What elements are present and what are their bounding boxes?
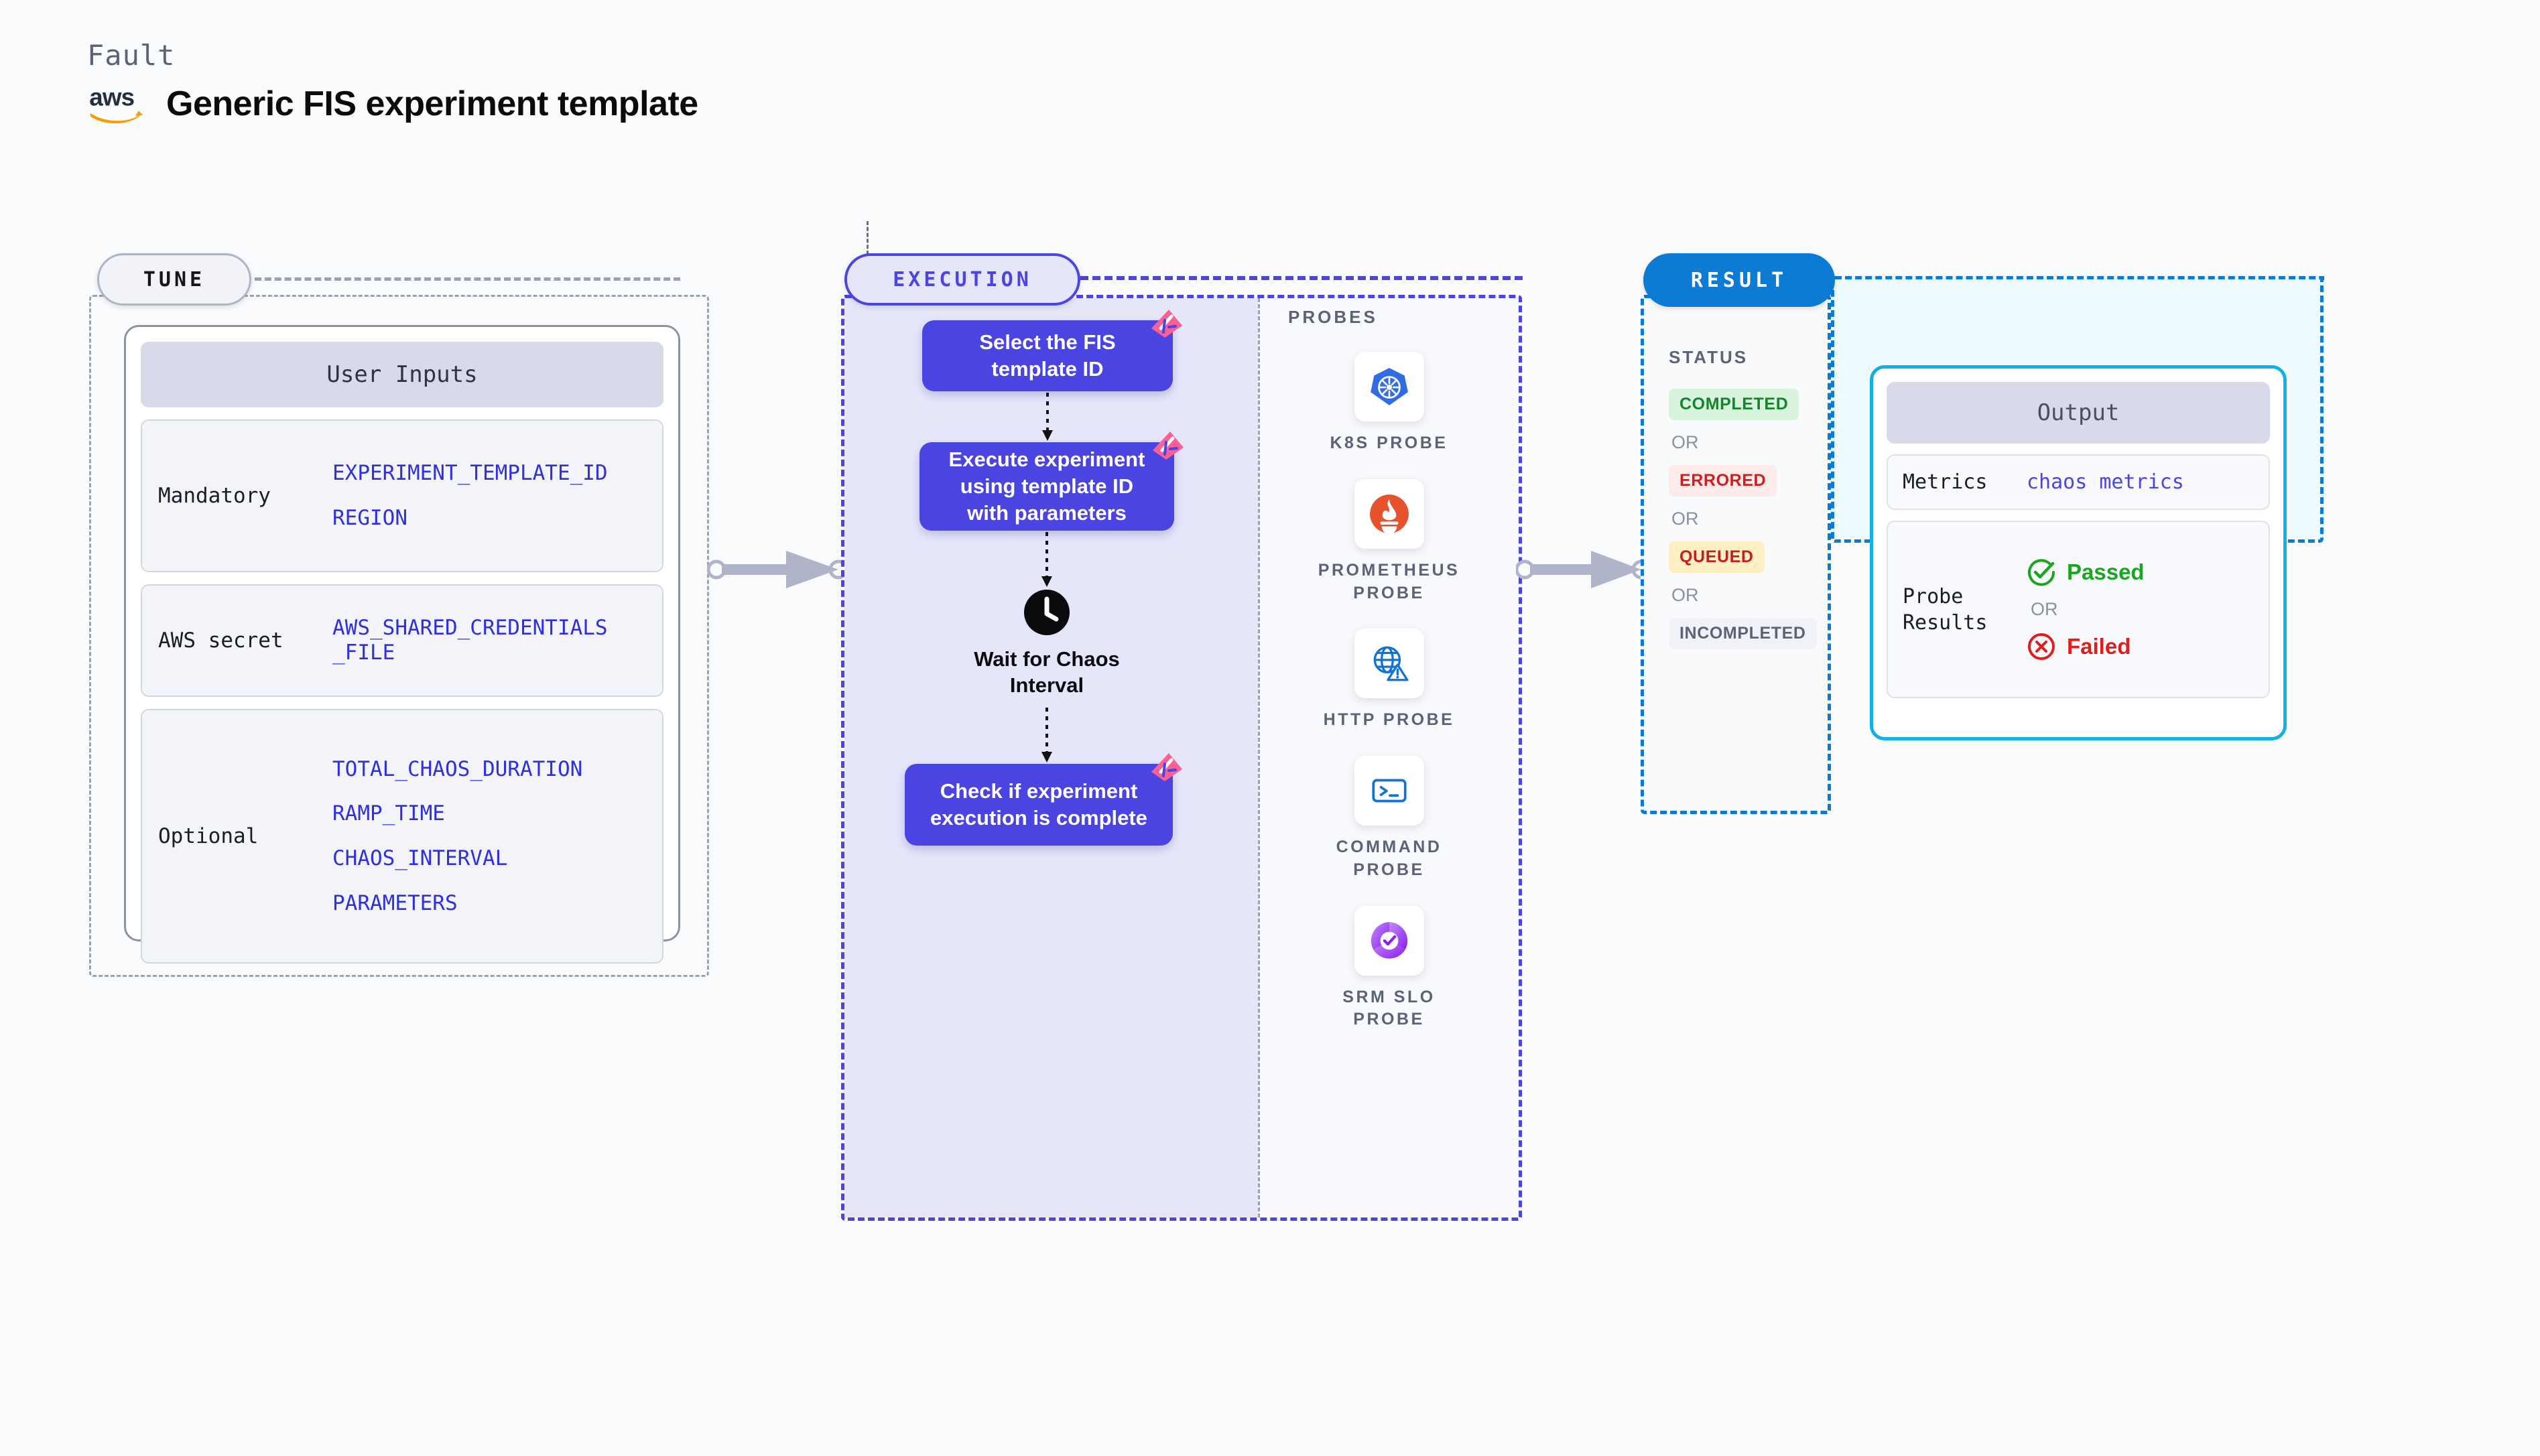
probe-result-failed: Failed xyxy=(2027,632,2145,661)
probe-label: COMMAND PROBE xyxy=(1336,838,1442,879)
tune-panel xyxy=(89,295,709,977)
probe-tile xyxy=(1354,478,1424,549)
status-list: COMPLETED OR ERRORED OR QUEUED OR INCOMP… xyxy=(1669,389,1823,649)
x-circle-icon xyxy=(2028,633,2055,660)
env-var: RAMP_TIME xyxy=(332,801,445,826)
flow-step-select-template[interactable]: Select the FIS template ID xyxy=(922,310,1182,391)
execution-stage-pill[interactable]: EXECUTION xyxy=(844,253,1080,306)
output-metrics-value: chaos metrics xyxy=(2027,470,2184,494)
svg-text:aws: aws xyxy=(89,83,134,111)
env-var: EXPERIMENT_TEMPLATE_ID xyxy=(332,461,608,486)
probe-label: SRM SLO PROBE xyxy=(1342,987,1436,1029)
probe-item-http[interactable]: HTTP PROBE xyxy=(1260,628,1518,732)
page-header: Fault aws Generic FIS experiment templat… xyxy=(87,39,698,128)
output-probe-results-row: Probe Results Passed OR Failed xyxy=(1887,521,2270,698)
output-title: Output xyxy=(1887,382,2270,444)
output-metrics-label: Metrics xyxy=(1903,470,1988,494)
clock-icon xyxy=(1024,590,1070,635)
harness-badge-icon xyxy=(1151,753,1182,782)
status-title: STATUS xyxy=(1669,347,1749,367)
http-globe-icon xyxy=(1373,646,1408,681)
probe-label: HTTP PROBE xyxy=(1323,710,1455,730)
tune-row: Mandatory EXPERIMENT_TEMPLATE_ID REGION xyxy=(141,419,663,572)
user-inputs-card: User Inputs Mandatory EXPERIMENT_TEMPLAT… xyxy=(124,325,680,964)
execution-connector-dash xyxy=(1080,276,1523,280)
tune-row-label: AWS secret xyxy=(158,628,283,653)
env-var: AWS_SHARED_CREDENTIALS _FILE xyxy=(332,616,608,665)
probe-result-failed-label: Failed xyxy=(2067,634,2131,659)
or-separator: OR xyxy=(1671,509,1699,529)
env-var: TOTAL_CHAOS_DURATION xyxy=(332,756,583,781)
flow-arrow xyxy=(919,706,1174,764)
flow-step-label: Check if experiment execution is complet… xyxy=(930,779,1147,830)
status-badge-queued: QUEUED xyxy=(1669,541,1765,573)
probes-title: PROBES xyxy=(1288,307,1378,327)
probe-tile xyxy=(1354,352,1424,421)
probe-item-k8s[interactable]: K8S PROBE xyxy=(1260,352,1518,455)
flow-step-execute-experiment[interactable]: Execute experiment using template ID wit… xyxy=(919,432,1184,531)
eyebrow-label: Fault xyxy=(87,39,176,72)
aws-logo: aws xyxy=(89,83,143,124)
probe-label: K8S PROBE xyxy=(1330,434,1448,452)
probe-tile xyxy=(1354,756,1424,825)
result-stage-pill[interactable]: RESULT xyxy=(1643,253,1835,307)
tune-row-label: Optional xyxy=(158,824,259,848)
flow-arrow xyxy=(919,531,1174,588)
or-separator: OR xyxy=(1671,432,1699,452)
probe-result-passed: Passed xyxy=(2027,557,2145,587)
terminal-icon xyxy=(1371,779,1407,803)
env-var: CHAOS_INTERVAL xyxy=(332,846,508,870)
probe-item-srm-slo[interactable]: SRM SLO PROBE xyxy=(1260,905,1518,1032)
prometheus-icon xyxy=(1369,494,1409,534)
harness-badge-icon xyxy=(1151,310,1182,338)
output-metrics-row: Metrics chaos metrics xyxy=(1887,454,2270,510)
or-separator: OR xyxy=(1671,585,1699,605)
flow-step-wait-interval: Wait for Chaos Interval xyxy=(919,588,1174,698)
probe-item-prometheus[interactable]: PROMETHEUS PROBE xyxy=(1260,478,1518,605)
tune-connector-dash xyxy=(255,277,680,281)
srm-slo-icon xyxy=(1371,921,1407,959)
flow-step-label: Select the FIS template ID xyxy=(979,330,1116,381)
kubernetes-icon xyxy=(1370,368,1408,405)
execution-flow: Select the FIS template ID Execute exper… xyxy=(865,310,1230,846)
probe-item-command[interactable]: COMMAND PROBE xyxy=(1260,756,1518,882)
status-badge-errored: ERRORED xyxy=(1669,465,1777,497)
flow-step-label: Wait for Chaos Interval xyxy=(974,647,1120,698)
flow-step-label: Execute experiment using template ID wit… xyxy=(948,448,1145,525)
user-inputs-title: User Inputs xyxy=(141,342,663,407)
flow-step-check-complete[interactable]: Check if experiment execution is complet… xyxy=(905,753,1182,846)
output-card: Output Metrics chaos metrics Probe Resul… xyxy=(1870,365,2287,740)
page-title: Generic FIS experiment template xyxy=(166,84,698,123)
connector-execution-to-result xyxy=(1516,551,1650,588)
execution-top-tick xyxy=(867,221,869,255)
env-var: PARAMETERS xyxy=(332,890,458,915)
probes-divider xyxy=(1258,298,1260,1217)
probe-tile xyxy=(1354,628,1424,699)
or-separator: OR xyxy=(2031,599,2058,619)
probes-column: PROBES K8S PROBE xyxy=(1260,295,1518,1031)
env-var: REGION xyxy=(332,506,407,530)
tune-row-label: Mandatory xyxy=(158,484,271,508)
check-circle-icon xyxy=(2028,559,2055,586)
output-probe-results-label: Probe Results xyxy=(1903,584,1988,635)
connector-tune-to-execution xyxy=(707,551,848,588)
tune-row: AWS secret AWS_SHARED_CREDENTIALS _FILE xyxy=(141,584,663,697)
tune-row: Optional TOTAL_CHAOS_DURATION RAMP_TIME … xyxy=(141,709,663,964)
status-badge-incompleted: INCOMPLETED xyxy=(1669,618,1817,649)
flow-arrow xyxy=(922,391,1173,442)
harness-badge-icon xyxy=(1153,432,1184,460)
probe-result-passed-label: Passed xyxy=(2067,559,2145,584)
probe-label: PROMETHEUS PROBE xyxy=(1318,560,1460,602)
probe-tile xyxy=(1354,905,1424,976)
status-badge-completed: COMPLETED xyxy=(1669,389,1799,420)
tune-stage-pill[interactable]: TUNE xyxy=(97,253,251,306)
